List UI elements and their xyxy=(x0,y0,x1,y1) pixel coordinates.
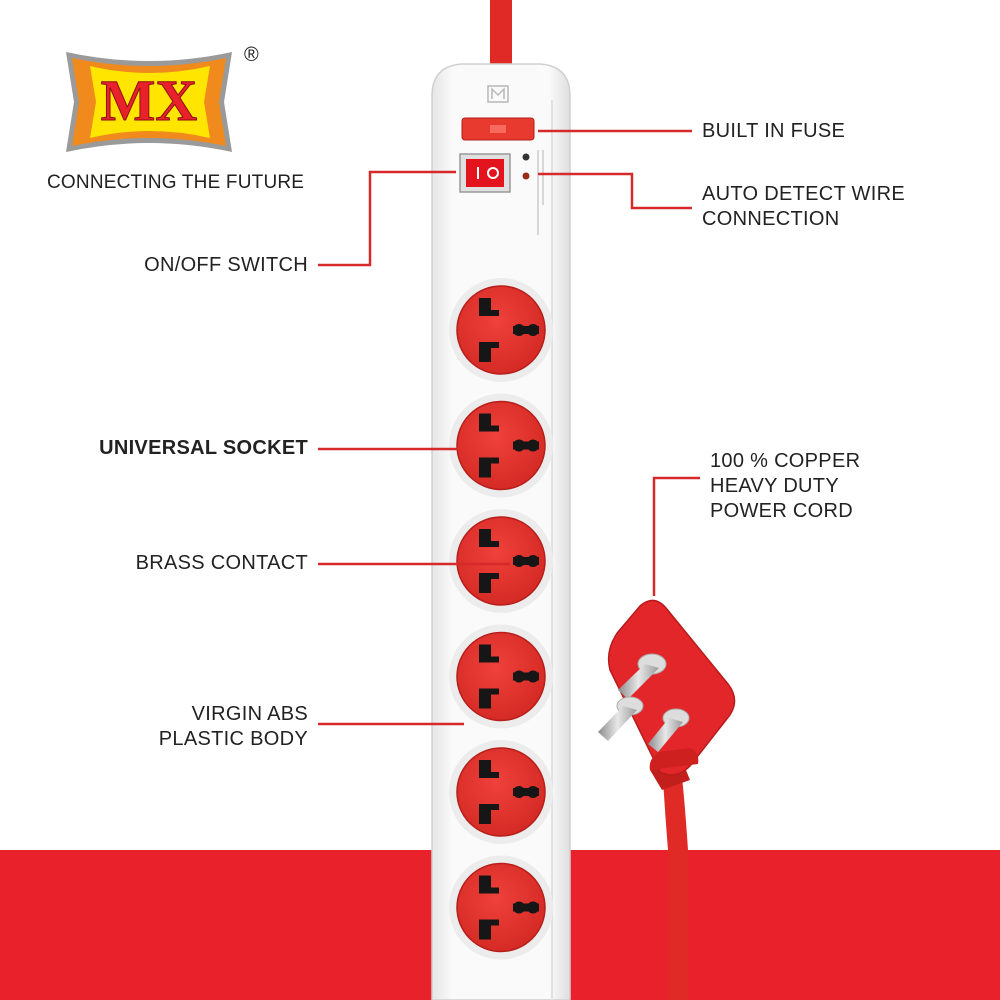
label-auto-detect-line2: CONNECTION xyxy=(702,208,840,230)
universal-socket[interactable] xyxy=(449,509,553,613)
label-brass-contact: BRASS CONTACT xyxy=(135,552,308,574)
label-universal-socket: UNIVERSAL SOCKET xyxy=(99,437,308,459)
indicator-led-1 xyxy=(522,153,530,161)
label-built-in-fuse: BUILT IN FUSE xyxy=(702,120,846,142)
plug-cord xyxy=(662,760,688,1000)
label-on-off-switch: ON/OFF SWITCH xyxy=(144,254,308,276)
body-emblem xyxy=(487,85,509,103)
fuse-holder[interactable] xyxy=(461,117,535,141)
callout-line-copper-cord xyxy=(652,476,700,596)
label-abs-line1: VIRGIN ABS xyxy=(191,703,308,725)
label-auto-detect-line1: AUTO DETECT WIRE xyxy=(702,183,905,205)
universal-socket[interactable] xyxy=(449,393,553,498)
universal-socket[interactable] xyxy=(449,855,553,960)
registered-mark: ® xyxy=(244,44,259,66)
logo-text: MX xyxy=(101,68,198,133)
plug-pin-bottom xyxy=(648,708,690,752)
brand-tagline: CONNECTING THE FUTURE xyxy=(47,172,305,193)
universal-socket[interactable] xyxy=(449,740,553,844)
callout-line-auto-detect xyxy=(538,172,692,210)
label-copper-line1: 100 % COPPER xyxy=(710,450,861,472)
printed-specs xyxy=(537,150,544,235)
label-abs-line2: PLASTIC BODY xyxy=(158,728,308,750)
universal-socket[interactable] xyxy=(449,624,553,729)
plug-pin-middle xyxy=(598,696,644,741)
top-cord xyxy=(490,0,512,66)
label-copper-line2: HEAVY DUTY xyxy=(710,475,839,497)
callout-line-switch xyxy=(318,170,456,267)
indicator-led-2 xyxy=(522,172,530,180)
on-off-switch[interactable] xyxy=(459,153,511,193)
plug-pin-top xyxy=(618,653,667,699)
universal-socket[interactable] xyxy=(449,278,553,382)
mx-logo: MX xyxy=(66,52,232,152)
label-copper-line3: POWER CORD xyxy=(710,500,853,522)
socket-list xyxy=(449,278,553,960)
power-plug xyxy=(598,599,736,790)
